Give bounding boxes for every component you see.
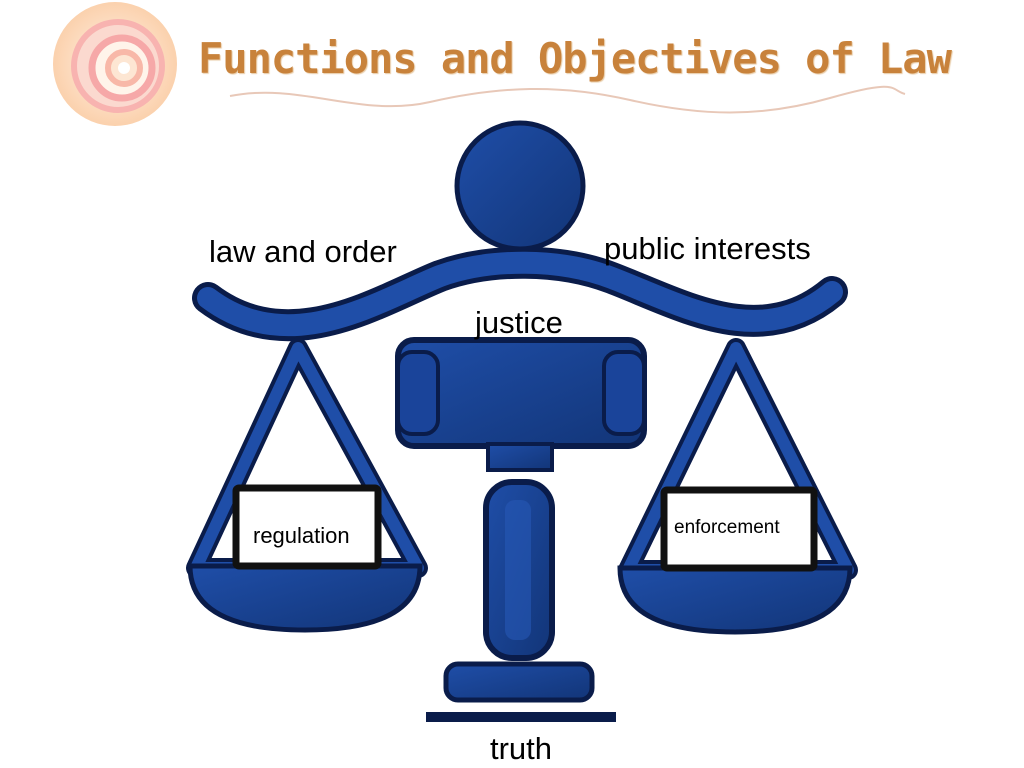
scale-head	[454, 120, 586, 252]
scale-base-top	[443, 661, 595, 703]
center-label: justice	[475, 305, 563, 340]
gavel-icon	[395, 337, 647, 472]
right-pan-label: enforcement	[674, 517, 780, 538]
left-arm-label: law and order	[209, 234, 397, 269]
title-underline-wave	[229, 85, 906, 114]
scale-base-bottom	[426, 712, 616, 722]
left-pan	[186, 338, 428, 633]
page-title: Functions and Objectives of Law	[198, 34, 952, 83]
base-label: truth	[490, 731, 553, 766]
concentric-circles-logo-icon	[53, 2, 177, 126]
left-pan-label: regulation	[253, 523, 350, 548]
right-pan	[617, 338, 858, 635]
right-arm-label: public interests	[604, 231, 811, 266]
